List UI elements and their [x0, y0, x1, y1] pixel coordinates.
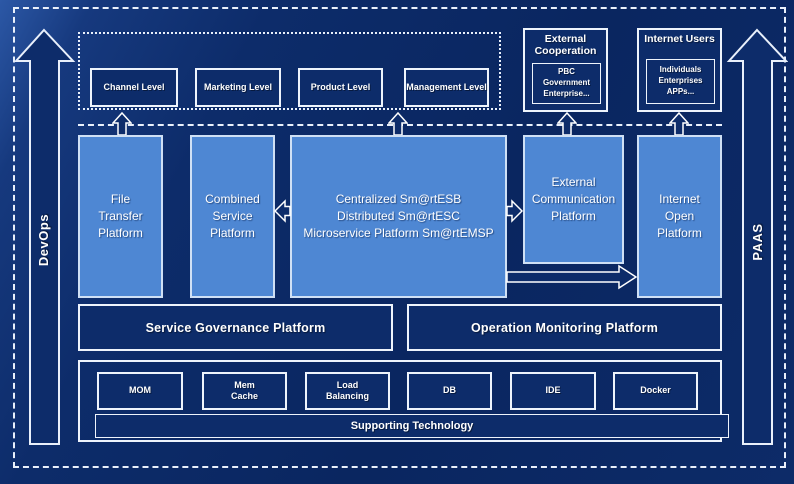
external-cooperation-members: PBC Government Enterprise... [532, 63, 601, 104]
left-arrow-icon [274, 199, 291, 223]
internet-users-box: Internet Users Individuals Enterprises A… [637, 28, 722, 112]
up-arrow-icon [112, 112, 132, 136]
internet-users-members: Individuals Enterprises APPs... [646, 59, 715, 104]
supporting-technology-bar: Supporting Technology [95, 414, 729, 438]
external-cooperation-title: External Cooperation [534, 33, 597, 58]
internet-users-title: Internet Users [644, 33, 715, 45]
tech-box-ide: IDE [510, 372, 596, 410]
tech-label: IDE [545, 385, 561, 396]
devops-up-arrow-icon [14, 28, 76, 445]
paas-up-arrow-icon [726, 28, 788, 445]
external-communication-platform-box: External Communication Platform [523, 135, 624, 264]
tech-box-load-balancing: Load Balancing [305, 372, 390, 410]
tech-label: Mem Cache [230, 379, 258, 401]
service-governance-platform-box: Service Governance Platform [78, 304, 393, 351]
operation-monitoring-platform-box: Operation Monitoring Platform [407, 304, 722, 351]
tech-box-db: DB [407, 372, 492, 410]
tech-box-docker: Docker [613, 372, 698, 410]
level-label: Management Level [406, 82, 487, 93]
level-label: Product Level [310, 82, 371, 93]
central-emsp-line: Microservice Platform Sm@rtEMSP [303, 226, 494, 241]
levels-dashed-group [78, 32, 501, 110]
central-esb-platform-box: Centralized Sm@rtESB Distributed Sm@rtES… [290, 135, 507, 298]
tech-label: Docker [640, 385, 671, 396]
flow-right-arrow-icon [506, 264, 638, 290]
level-label: Channel Level [103, 82, 165, 93]
central-esb-line: Centralized Sm@rtESB [335, 191, 462, 206]
up-arrow-icon [388, 112, 408, 136]
level-box-management: Management Level [404, 68, 489, 107]
internet-open-platform-box: Internet Open Platform [637, 135, 722, 298]
external-cooperation-box: External Cooperation PBC Government Ente… [523, 28, 608, 112]
up-arrow-icon [669, 112, 689, 136]
central-esc-line: Distributed Sm@rtESC [337, 208, 460, 223]
level-box-marketing: Marketing Level [195, 68, 281, 107]
right-arrow-icon [506, 199, 523, 223]
tech-box-mom: MOM [97, 372, 183, 410]
tech-label: MOM [129, 385, 151, 396]
devops-label: DevOps [35, 213, 51, 267]
level-label: Marketing Level [203, 82, 273, 93]
paas-label: PAAS [749, 223, 765, 261]
supporting-technology-group [78, 360, 722, 442]
up-arrow-icon [557, 112, 577, 136]
level-box-channel: Channel Level [90, 68, 178, 107]
tech-box-mem-cache: Mem Cache [202, 372, 287, 410]
outer-dashed-border [13, 7, 786, 468]
combined-service-platform-box: Combined Service Platform [190, 135, 275, 298]
level-box-product: Product Level [298, 68, 383, 107]
tech-label: DB [443, 385, 456, 396]
file-transfer-platform-box: File Transfer Platform [78, 135, 163, 298]
tech-label: Load Balancing [325, 379, 369, 401]
